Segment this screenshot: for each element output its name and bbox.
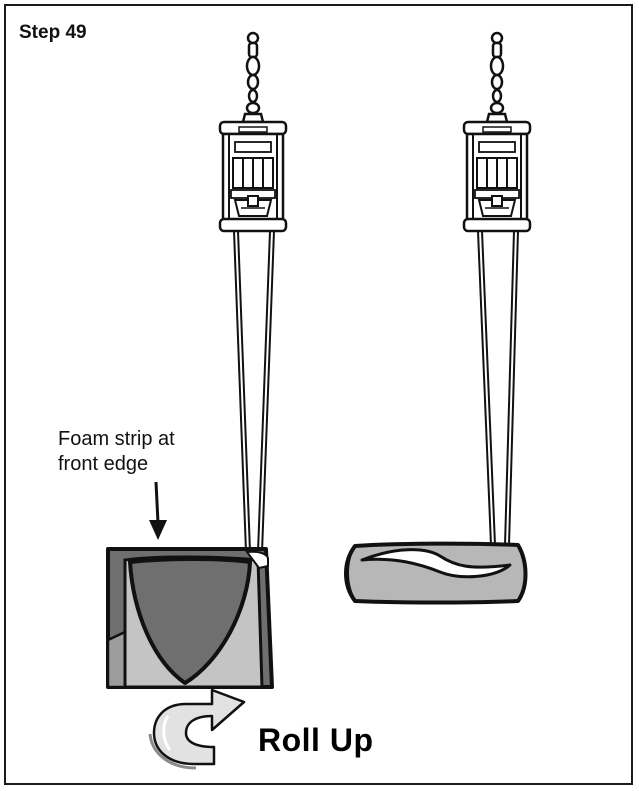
foam-pad-rolled	[344, 541, 528, 605]
left-straps	[233, 230, 275, 553]
callout-line-1: Foam strip at	[58, 428, 175, 450]
pointer-arrow-icon	[149, 481, 167, 540]
roll-up-arrow-icon	[148, 688, 246, 770]
foam-strip-callout: Foam strip at front edge	[58, 427, 175, 477]
left-hanger-icon	[218, 31, 288, 233]
right-hanger-icon	[462, 31, 532, 233]
callout-line-2: front edge	[58, 453, 149, 475]
roll-up-label: Roll Up	[258, 722, 374, 758]
right-straps	[477, 230, 519, 546]
diagram-frame	[4, 4, 633, 785]
step-label: Step 49	[19, 22, 87, 43]
foam-pad-flat	[106, 547, 274, 689]
